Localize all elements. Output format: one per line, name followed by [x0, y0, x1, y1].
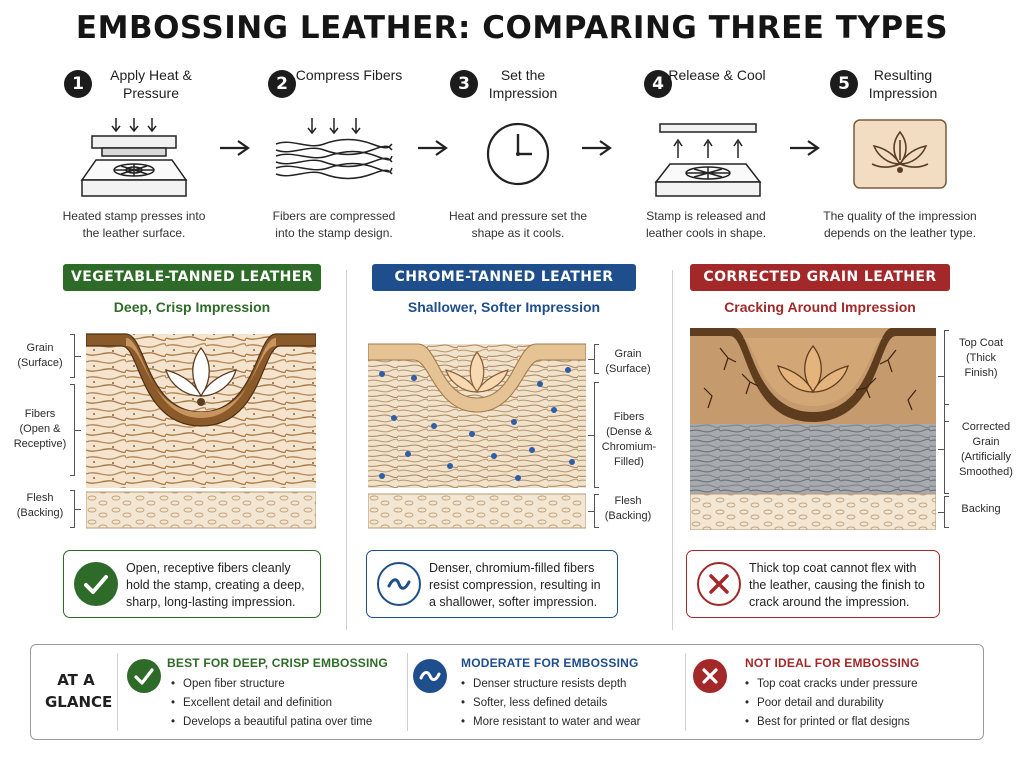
grain-surface-label: Grain (Surface)	[605, 348, 651, 375]
step-description: The quality of the impression depends on…	[823, 209, 977, 240]
list-item: Poor detail and durability	[745, 694, 917, 713]
step-title: Set the Impression	[488, 67, 558, 101]
glance-heading: MODERATE FOR EMBOSSING	[461, 656, 639, 670]
check-icon	[74, 562, 118, 606]
step-description: Heated stamp presses into the leather su…	[62, 209, 206, 240]
vegetable-tanned-cross-section	[86, 333, 316, 529]
x-icon	[697, 562, 741, 606]
fibers-label: Fibers (Open & Receptive)	[13, 408, 67, 450]
glance-heading: BEST FOR DEEP, CRISP EMBOSSING	[167, 656, 388, 670]
embossed-leather-tile-icon	[853, 119, 947, 189]
flesh-bracket	[70, 490, 81, 528]
corrected-grain-cross-section	[690, 328, 936, 530]
list-item: Denser structure resists depth	[461, 675, 641, 694]
at-a-glance-panel: AT A GLANCE BEST FOR DEEP, CRISP EMBOSSI…	[30, 644, 984, 740]
flesh-bracket	[588, 494, 599, 528]
x-icon	[693, 659, 727, 693]
arrow-right-icon	[582, 140, 612, 156]
list-item: More resistant to water and wear	[461, 713, 640, 732]
top-coat-bracket	[938, 330, 949, 422]
step-number: 5	[830, 70, 858, 98]
chrome-tanned-note: Denser, chromium-filled fibers resist co…	[366, 550, 618, 618]
compressed-fibers-icon	[275, 118, 393, 180]
tilde-icon	[377, 562, 421, 606]
top-coat-label: Top Coat (Thick Finish)	[958, 337, 1004, 379]
glance-list: Denser structure resists depth Softer, l…	[461, 675, 641, 732]
list-item: Top coat cracks under pressure	[745, 675, 917, 694]
corrected-grain-subtitle: Cracking Around Impression	[724, 299, 916, 315]
check-icon	[127, 659, 161, 693]
list-item: Develops a beautiful patina over time	[171, 713, 372, 732]
grain-bracket	[588, 344, 599, 374]
backing-label: Backing	[961, 503, 1001, 515]
chrome-tanned-subtitle: Shallower, Softer Impression	[407, 299, 601, 315]
list-item: Softer, less defined details	[461, 694, 641, 713]
arrow-right-icon	[220, 140, 250, 156]
flesh-label: Flesh (Backing)	[16, 492, 64, 519]
list-item: Open fiber structure	[171, 675, 372, 694]
page-title: EMBOSSING LEATHER: COMPARING THREE TYPES	[75, 10, 949, 46]
list-item: Excellent detail and definition	[171, 694, 372, 713]
step-title: Apply Heat & Pressure	[110, 67, 192, 101]
glance-separator	[685, 653, 686, 731]
vegetable-tanned-note: Open, receptive fibers cleanly hold the …	[63, 550, 321, 618]
step-number: 4	[644, 70, 672, 98]
flesh-label: Flesh (Backing)	[604, 495, 652, 522]
glance-list: Top coat cracks under pressure Poor deta…	[745, 675, 917, 732]
backing-bracket	[938, 496, 949, 528]
step-title: Resulting Impression	[868, 67, 938, 101]
chrome-tanned-banner: CHROME-TANNED LEATHER	[372, 264, 636, 291]
fibers-bracket	[70, 384, 81, 476]
note-text: Thick top coat cannot flex with the leat…	[749, 561, 925, 609]
arrow-right-icon	[418, 140, 448, 156]
step-description: Heat and pressure set the shape as it co…	[448, 209, 588, 240]
glance-separator	[407, 653, 408, 731]
fibers-bracket	[588, 382, 599, 488]
tilde-icon	[413, 659, 447, 693]
glance-heading: NOT IDEAL FOR EMBOSSING	[745, 656, 920, 670]
vegetable-tanned-banner: VEGETABLE-TANNED LEATHER	[63, 264, 321, 291]
grain-bracket	[70, 334, 81, 378]
corrected-grain-bracket	[938, 404, 949, 494]
note-text: Open, receptive fibers cleanly hold the …	[126, 561, 305, 609]
chrome-tanned-cross-section	[368, 343, 586, 529]
step-number: 3	[450, 70, 478, 98]
glance-separator	[117, 653, 118, 731]
corrected-grain-note: Thick top coat cannot flex with the leat…	[686, 550, 940, 618]
arrow-right-icon	[790, 140, 820, 156]
at-a-glance-label: AT A GLANCE	[45, 671, 113, 711]
grain-surface-label: Grain (Surface)	[17, 342, 63, 369]
step-description: Fibers are compressed into the stamp des…	[272, 209, 396, 240]
step-number: 2	[268, 70, 296, 98]
heat-press-icon	[80, 118, 188, 197]
step-description: Stamp is released and leather cools in s…	[645, 209, 767, 240]
clock-icon	[486, 122, 550, 186]
corrected-grain-label: Corrected Grain (Artificially Smoothed)	[959, 421, 1013, 478]
corrected-grain-banner: CORRECTED GRAIN LEATHER	[690, 264, 950, 291]
note-text: Denser, chromium-filled fibers resist co…	[429, 561, 601, 609]
step-title: Release & Cool	[668, 67, 766, 83]
column-divider	[672, 270, 673, 630]
list-item: Best for printed or flat designs	[745, 713, 917, 732]
vegetable-tanned-subtitle: Deep, Crisp Impression	[113, 299, 271, 315]
step-number: 1	[64, 70, 92, 98]
release-cool-icon	[654, 123, 762, 197]
glance-list: Open fiber structure Excellent detail an…	[171, 675, 372, 732]
step-title: Compress Fibers	[295, 67, 403, 83]
fibers-label: Fibers (Dense & Chromium-Filled)	[601, 411, 657, 468]
column-divider	[346, 270, 347, 630]
